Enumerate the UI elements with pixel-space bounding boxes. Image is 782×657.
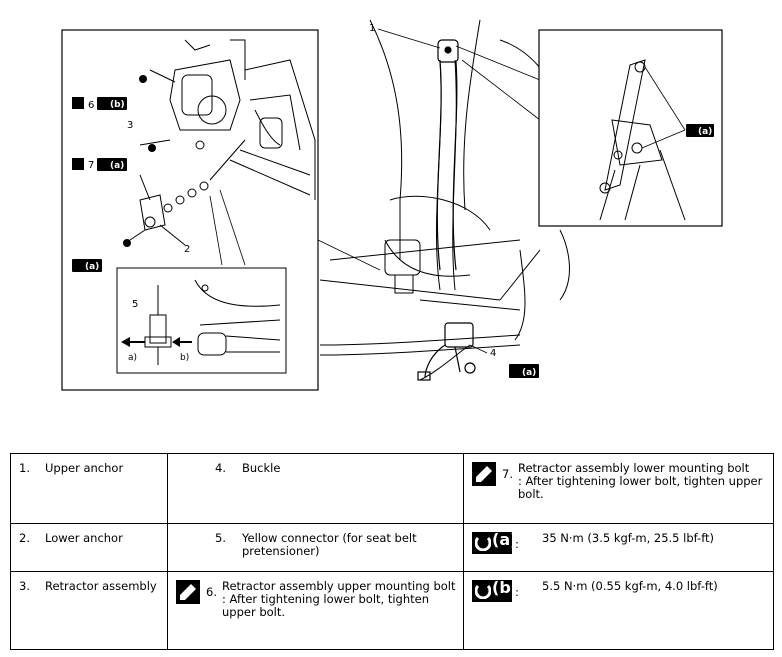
legend-number: 4. [215,461,226,475]
legend-text: Upper anchor [45,461,124,475]
svg-text:(a): (a) [522,368,536,378]
legend-text: Retractor assembly lower mounting bolt [518,461,750,475]
legend-text: 5.5 N·m (0.55 kgf-m, 4.0 lbf-ft) [542,579,718,593]
legend-row: 3. Retractor assembly 6. Retractor assembly… [10,571,774,650]
wrench-icon [72,97,84,109]
leader-lines [317,28,541,354]
legend-row: 2. Lower anchor 5. Yellow connector (for se… [10,523,774,572]
wrench-icon [176,580,200,604]
legend-cell: 5. Yellow connector (for seat belt preten… [167,523,464,572]
callout-2: 2 [184,244,190,255]
legend-text: Retractor assembly upper mounting bolt [222,579,456,593]
legend-text: Yellow connector (for seat belt pretensi… [242,531,417,558]
wrench-icon [472,462,496,486]
legend-number: 7. [502,467,513,481]
legend-cell: 1. Upper anchor [10,453,168,524]
callout-7: 7 [88,160,94,171]
legend-cell: 4. Buckle [167,453,464,524]
svg-text:(b): (b) [110,100,125,110]
label-arrow-a: a) [128,353,137,363]
legend-number: 6. [206,585,217,599]
legend-cell: 2. Lower anchor [10,523,168,572]
legend-cell: 7. Retractor assembly lower mounting bolt… [463,453,774,524]
buckle [417,322,476,381]
callout-5: 5 [132,299,138,310]
legend-cell: (b): 5.5 N·m (0.55 kgf-m, 4.0 lbf-ft) [463,571,774,650]
retractor-small [384,239,421,294]
legend-number: 2. [19,531,30,545]
legend-separator: : [515,585,519,599]
upper-anchor [436,39,459,271]
label-arrow-b: b) [180,353,189,363]
svg-text:(a): (a) [698,127,712,137]
svg-text:(a): (a) [110,161,124,171]
callout-4: 4 [490,348,496,359]
torque-b-icon: (b) [472,580,518,602]
torque-a-icon: (a) [686,124,714,137]
legend-text: Retractor assembly [45,579,157,593]
torque-a-icon: (a) [472,532,517,554]
legend-text: Lower anchor [45,531,123,545]
torque-a-icon: (a) [72,259,102,272]
legend-number: 3. [19,579,30,593]
callout-1: 1 [369,23,375,34]
left-detail-box: 6 7 3 2 (b) (a) (a) [61,29,319,391]
legend-cell: (a): 35 N·m (3.5 kgf-m, 25.5 lbf-ft) [463,523,774,572]
right-detail-box: (a) [538,29,723,227]
legend-table: 1. Upper anchor 4. Buckle 7. Retractor assemb… [10,453,774,650]
wrench-icon [72,158,84,170]
callout-6: 6 [88,100,94,111]
torque-a-icon: (a) [509,364,539,378]
legend-number: 5. [215,531,226,545]
legend-note: : After tightening lower bolt, tighten u… [518,474,763,501]
connector-inset: 5 a) b) [116,267,287,374]
legend-number: 1. [19,461,30,475]
torque-b-icon: (b) [97,97,127,110]
legend-cell: 3. Retractor assembly [10,571,168,650]
legend-text: Buckle [242,461,281,475]
callout-3: 3 [127,120,133,131]
legend-note: : After tightening lower bolt, tighten u… [222,592,430,619]
legend-text: 35 N·m (3.5 kgf-m, 25.5 lbf-ft) [542,531,715,545]
seat-belt-diagram: 6 7 3 2 (b) (a) (a) [61,19,723,391]
legend-row: 1. Upper anchor 4. Buckle 7. Retractor assemb… [10,453,774,524]
legend-separator: : [515,537,519,551]
torque-a-icon: (a) [97,158,127,171]
svg-text:(a): (a) [85,262,99,272]
legend-cell: 6. Retractor assembly upper mounting bolt… [167,571,464,650]
